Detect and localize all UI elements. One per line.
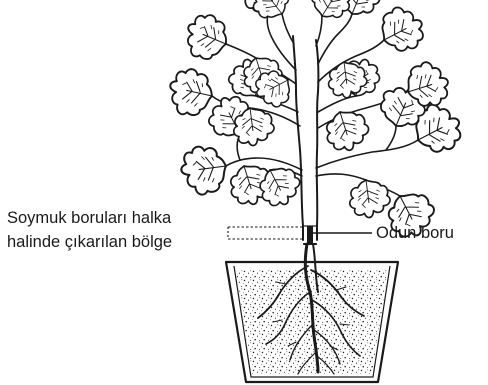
phloem-ring-label-line1: Soymuk boruları halka — [7, 210, 171, 227]
stem — [293, 36, 318, 244]
girdled-band — [303, 226, 317, 244]
xylem-label: Odun boru — [376, 225, 454, 242]
phloem-ring-label-line2: halinde çıkarılan bölge — [7, 234, 172, 251]
leader-lines — [228, 227, 372, 239]
